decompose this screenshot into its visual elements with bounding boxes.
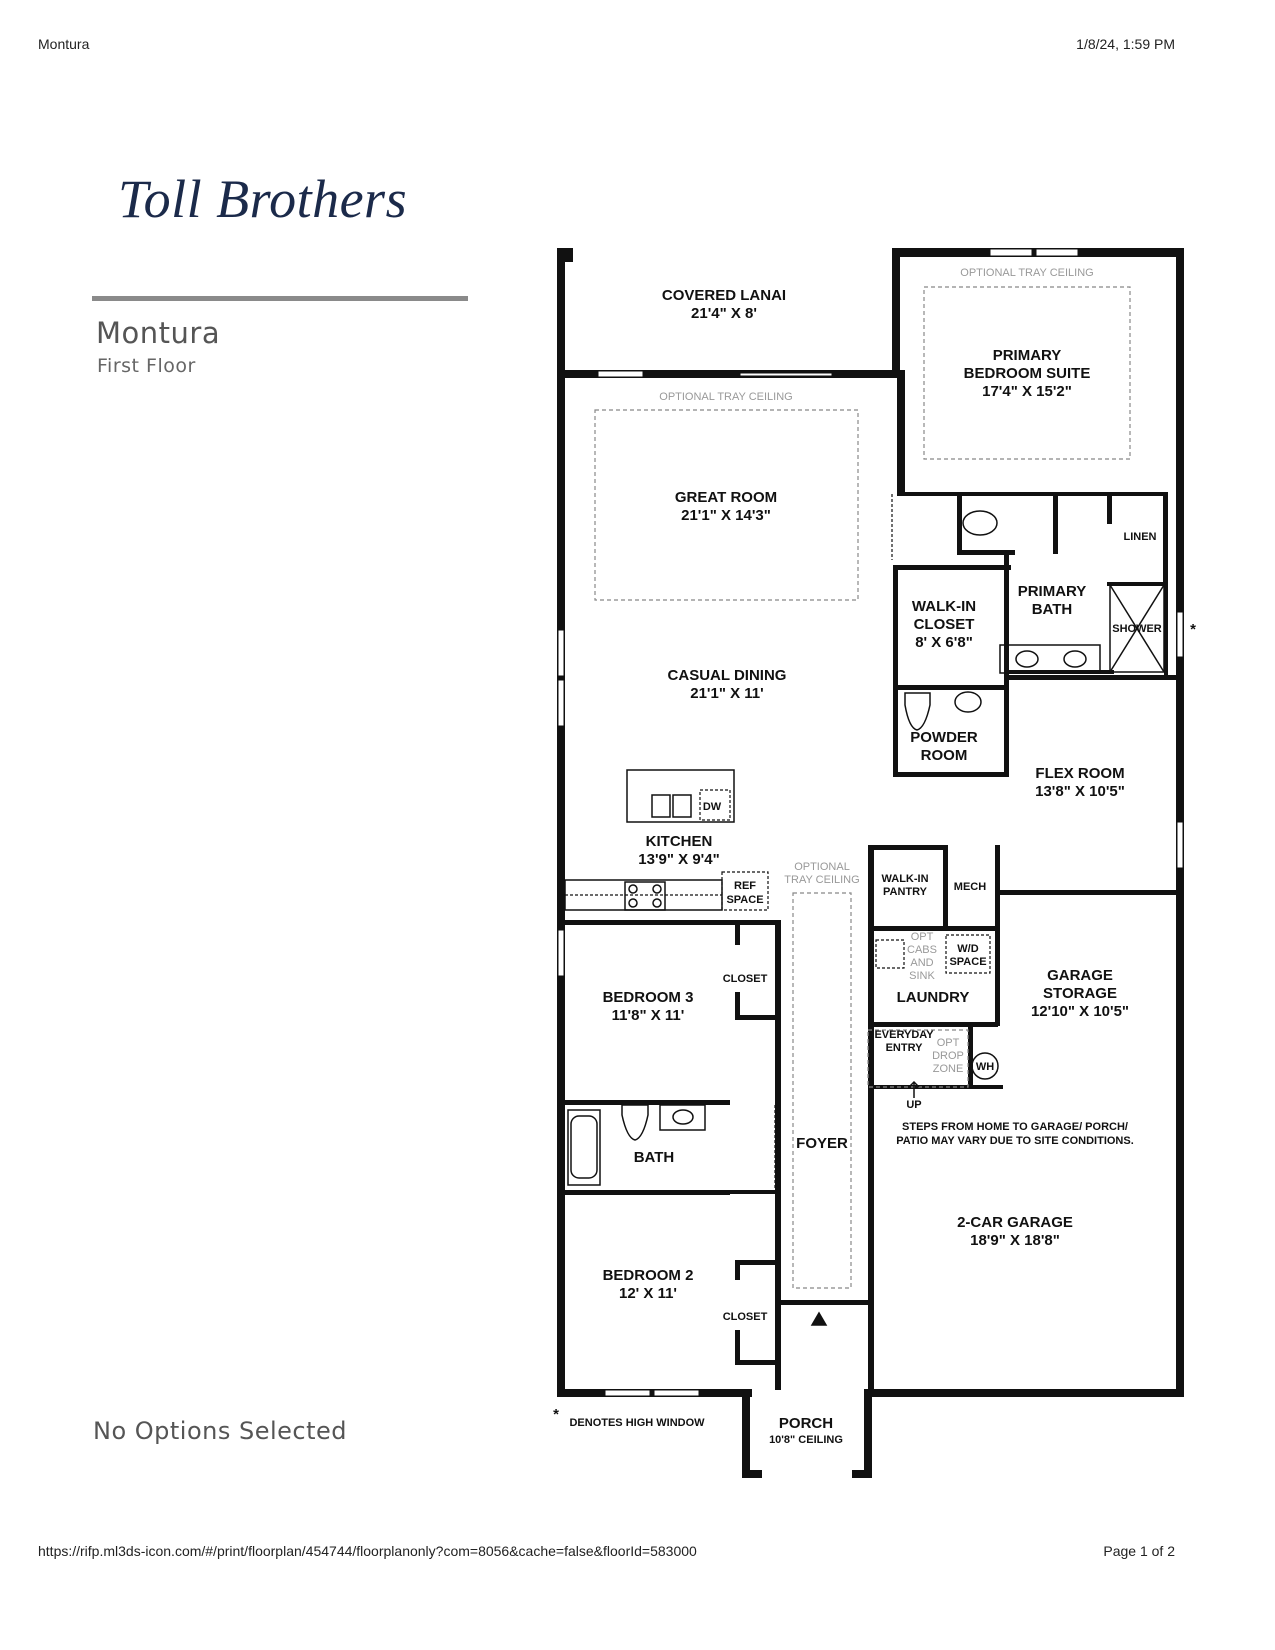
up-label: UP	[906, 1099, 921, 1111]
lanai-dims: 21'4" X 8'	[691, 305, 757, 322]
toll-brothers-logo: Toll Brothers	[118, 169, 408, 229]
kitchen-label: KITCHEN	[646, 833, 713, 850]
walkin-pantry-label-2: PANTRY	[883, 886, 928, 898]
foyer-ceiling-note-2: TRAY CEILING	[784, 874, 859, 886]
great-room-label: GREAT ROOM	[675, 489, 777, 506]
laundry-label: LAUNDRY	[897, 989, 970, 1006]
everyday-entry-label-1: EVERYDAY	[874, 1029, 934, 1041]
foyer-label: FOYER	[796, 1135, 848, 1152]
linen-label: LINEN	[1124, 531, 1157, 543]
bath-label: BATH	[634, 1149, 675, 1166]
steps-note-2: PATIO MAY VARY DUE TO SITE CONDITIONS.	[896, 1135, 1134, 1147]
primary-suite-dims: 17'4" X 15'2"	[982, 383, 1072, 400]
print-header-title: Montura	[38, 36, 90, 52]
dishwasher-label: DW	[703, 801, 722, 813]
opt-cabs-label-1: OPT	[911, 931, 934, 943]
ref-space-label-1: REF	[734, 880, 756, 892]
model-name: Montura	[96, 316, 221, 350]
garage-label: 2-CAR GARAGE	[957, 1214, 1073, 1231]
everyday-entry-label-2: ENTRY	[886, 1042, 924, 1054]
windows	[557, 248, 1184, 1397]
options-status: No Options Selected	[93, 1417, 348, 1445]
flex-room-dims: 13'8" X 10'5"	[1035, 783, 1125, 800]
primary-bath-label-2: BATH	[1032, 601, 1073, 618]
powder-room-label-1: POWDER	[910, 729, 978, 746]
bedroom2-dims: 12' X 11'	[619, 1285, 677, 1302]
porch-label: PORCH	[779, 1415, 833, 1432]
bedroom3-label: BEDROOM 3	[603, 989, 694, 1006]
print-footer-url: https://rifp.ml3ds-icon.com/#/print/floo…	[38, 1543, 697, 1559]
closet3-label: CLOSET	[723, 973, 768, 985]
primary-suite-ceiling-note: OPTIONAL TRAY CEILING	[960, 267, 1093, 279]
walkin-closet-dims: 8' X 6'8"	[915, 634, 973, 651]
water-heater-label: WH	[976, 1061, 994, 1073]
foyer-ceiling-note-1: OPTIONAL	[794, 861, 850, 873]
walkin-pantry-label-1: WALK-IN	[881, 873, 928, 885]
powder-room-label-2: ROOM	[921, 747, 968, 764]
primary-suite-label-1: PRIMARY	[993, 347, 1062, 364]
primary-bath-label-1: PRIMARY	[1018, 583, 1087, 600]
fixtures	[564, 510, 1165, 1326]
great-room-dims: 21'1" X 14'3"	[681, 507, 771, 524]
walkin-closet-label-1: WALK-IN	[912, 598, 976, 615]
opt-drop-label-3: ZONE	[933, 1063, 964, 1075]
kitchen-dims: 13'9" X 9'4"	[638, 851, 719, 868]
primary-suite-label-2: BEDROOM SUITE	[964, 365, 1091, 382]
great-room-ceiling-note: OPTIONAL TRAY CEILING	[659, 391, 792, 403]
garage-dims: 18'9" X 18'8"	[970, 1232, 1060, 1249]
flex-room-label: FLEX ROOM	[1035, 765, 1124, 782]
high-window-note: DENOTES HIGH WINDOW	[569, 1417, 705, 1429]
garage-storage-label-2: STORAGE	[1043, 985, 1117, 1002]
opt-cabs-label-3: AND	[910, 957, 933, 969]
porch-dims: 10'8" CEILING	[769, 1434, 843, 1446]
wd-space-label-1: W/D	[957, 943, 978, 955]
high-window-note-mark: *	[553, 1406, 559, 1423]
lanai-label: COVERED LANAI	[662, 287, 786, 304]
opt-cabs-label-4: SINK	[909, 970, 935, 982]
casual-dining-dims: 21'1" X 11'	[690, 685, 763, 702]
casual-dining-label: CASUAL DINING	[668, 667, 787, 684]
high-window-mark: *	[1190, 621, 1196, 638]
garage-storage-label-1: GARAGE	[1047, 967, 1113, 984]
print-footer-page: Page 1 of 2	[1103, 1543, 1175, 1559]
mech-label: MECH	[954, 881, 986, 893]
floor-name: First Floor	[97, 355, 196, 377]
opt-drop-label-1: OPT	[937, 1037, 960, 1049]
wd-space-label-2: SPACE	[949, 956, 986, 968]
walkin-closet-label-2: CLOSET	[914, 616, 975, 633]
bedroom3-dims: 11'8" X 11'	[612, 1007, 685, 1024]
interior-walls	[565, 370, 1180, 1478]
shower-label: SHOWER	[1112, 623, 1162, 635]
opt-cabs-label-2: CABS	[907, 944, 937, 956]
ref-space-label-2: SPACE	[726, 894, 763, 906]
print-header-datetime: 1/8/24, 1:59 PM	[1076, 36, 1175, 52]
steps-note-1: STEPS FROM HOME TO GARAGE/ PORCH/	[902, 1121, 1128, 1133]
title-divider	[92, 296, 468, 301]
garage-storage-dims: 12'10" X 10'5"	[1031, 1003, 1129, 1020]
room-labels: COVERED LANAI 21'4" X 8' OPTIONAL TRAY C…	[553, 267, 1196, 1446]
appliance-outlines	[565, 494, 991, 1190]
bedroom2-label: BEDROOM 2	[603, 1267, 694, 1284]
opt-drop-label-2: DROP	[932, 1050, 964, 1062]
closet2-label: CLOSET	[723, 1311, 768, 1323]
